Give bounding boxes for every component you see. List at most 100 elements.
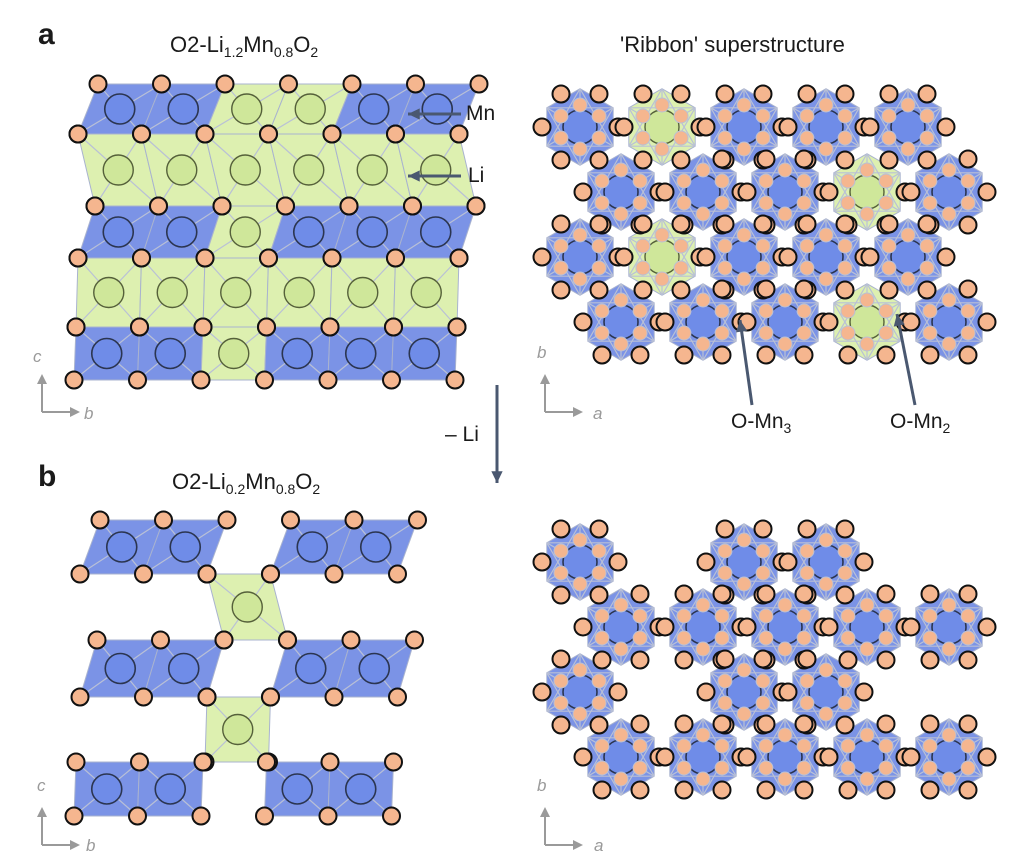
buried-oxygen-atom xyxy=(919,130,935,146)
oxygen-atom xyxy=(551,585,571,605)
panel-b-letter: b xyxy=(38,460,56,493)
oxygen-atom xyxy=(917,84,937,104)
oxygen-atom xyxy=(341,630,361,650)
oxygen-atom xyxy=(958,345,978,365)
oxygen-atom xyxy=(318,806,338,826)
oxygen-atom xyxy=(854,552,874,572)
axis-c-label-b: c xyxy=(37,776,46,795)
li-atom xyxy=(231,591,263,623)
buried-oxygen-atom xyxy=(572,141,588,157)
oxygen-atom xyxy=(794,584,814,604)
buried-oxygen-atom xyxy=(714,608,730,624)
oxygen-atom xyxy=(255,806,274,826)
oxygen-atom xyxy=(917,150,937,170)
oxygen-atom xyxy=(406,74,425,94)
oxygen-atom xyxy=(819,312,839,332)
oxygen-atom xyxy=(737,617,757,637)
buried-oxygen-atom xyxy=(695,162,711,178)
buried-oxygen-atom xyxy=(613,336,629,352)
oxygen-atom xyxy=(532,552,552,572)
buried-oxygen-atom xyxy=(758,173,774,189)
oxygen-atom xyxy=(608,552,628,572)
buried-oxygen-atom xyxy=(673,238,689,254)
buried-oxygen-atom xyxy=(736,271,752,287)
buried-oxygen-atom xyxy=(799,565,815,581)
li-label: Li xyxy=(468,164,484,187)
mn-atom xyxy=(421,93,454,125)
buried-oxygen-atom xyxy=(594,325,610,341)
buried-oxygen-atom xyxy=(755,260,771,276)
buried-oxygen-atom xyxy=(941,162,957,178)
oxygen-atom xyxy=(320,752,340,772)
oxygen-atom xyxy=(532,247,552,267)
buried-oxygen-atom xyxy=(859,597,875,613)
oxygen-atom xyxy=(756,714,776,734)
oxygen-atom xyxy=(977,747,997,767)
oxygen-atom xyxy=(589,150,609,170)
buried-oxygen-atom xyxy=(632,173,648,189)
buried-oxygen-atom xyxy=(881,130,897,146)
oxygen-atom xyxy=(630,714,650,734)
mn-atom xyxy=(344,337,377,370)
buried-oxygen-atom xyxy=(673,260,689,276)
axis-indicator-a-right-vertical-head xyxy=(540,374,550,384)
buried-oxygen-atom xyxy=(553,108,569,124)
mn-atom xyxy=(358,652,391,685)
ribbon-superstructure-title: 'Ribbon' superstructure xyxy=(620,32,845,57)
oxygen-atom xyxy=(977,312,997,332)
oxygen-atom xyxy=(920,714,940,734)
buried-oxygen-atom xyxy=(613,206,629,222)
buried-oxygen-atom xyxy=(799,108,815,124)
oxygen-atom xyxy=(737,182,757,202)
buried-oxygen-atom xyxy=(635,130,651,146)
oxygen-atom xyxy=(197,564,217,584)
buried-oxygen-atom xyxy=(632,608,648,624)
buried-oxygen-atom xyxy=(859,206,875,222)
oxygen-atom xyxy=(879,280,899,300)
oxygen-atom xyxy=(633,280,653,300)
oxygen-atom xyxy=(958,584,978,604)
mn-atom xyxy=(167,93,200,125)
atoms-layer xyxy=(64,74,997,826)
oxygen-atom xyxy=(573,747,593,767)
oxygen-atom xyxy=(879,84,899,104)
li-atom xyxy=(294,93,326,125)
buried-oxygen-atom xyxy=(859,641,875,657)
buried-oxygen-atom xyxy=(796,738,812,754)
oxygen-atom xyxy=(551,214,571,234)
mn-atom xyxy=(281,773,314,805)
mn-callout-arrow-head xyxy=(408,108,420,120)
oxygen-atom xyxy=(551,280,571,300)
buried-oxygen-atom xyxy=(714,325,730,341)
buried-oxygen-atom xyxy=(777,162,793,178)
buried-oxygen-atom xyxy=(837,238,853,254)
buried-oxygen-atom xyxy=(635,260,651,276)
li-atom xyxy=(229,154,261,186)
oxygen-atom xyxy=(88,74,108,94)
buried-oxygen-atom xyxy=(632,738,648,754)
oxygen-atom xyxy=(778,552,798,572)
oxygen-atom xyxy=(608,682,628,702)
oxygen-atom xyxy=(835,280,855,300)
buried-oxygen-atom xyxy=(922,303,938,319)
oxygen-atom xyxy=(342,74,362,94)
oxygen-atom xyxy=(279,74,298,94)
buried-oxygen-atom xyxy=(717,260,733,276)
buried-oxygen-atom xyxy=(613,771,629,787)
mn-atom xyxy=(359,531,392,563)
buried-oxygen-atom xyxy=(755,695,771,711)
oxygen-atom xyxy=(68,248,88,268)
buried-oxygen-atom xyxy=(922,195,938,211)
oxygen-atom xyxy=(193,317,213,337)
oxygen-atom xyxy=(756,345,776,365)
oxygen-atom xyxy=(753,519,773,539)
li-atom xyxy=(93,276,125,309)
buried-oxygen-atom xyxy=(922,630,938,646)
oxygen-atom xyxy=(696,682,716,702)
buried-oxygen-atom xyxy=(941,597,957,613)
oxygen-atom xyxy=(64,806,84,826)
buried-oxygen-atom xyxy=(878,738,894,754)
buried-oxygen-atom xyxy=(818,271,834,287)
oxygen-atom xyxy=(655,312,675,332)
buried-oxygen-atom xyxy=(717,673,733,689)
